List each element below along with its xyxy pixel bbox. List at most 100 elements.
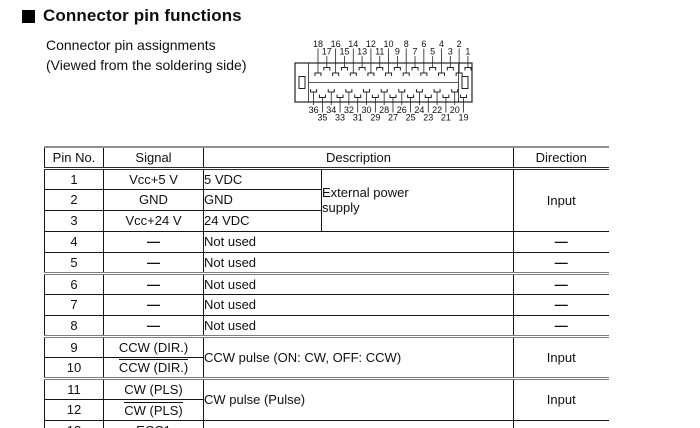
contact-pin <box>451 89 459 93</box>
pin-number-label: 1 <box>465 47 470 57</box>
table-row: 5—Not used— <box>44 252 609 274</box>
direction-cell: — <box>513 294 609 316</box>
pin-number-label: 20 <box>450 105 460 115</box>
signal-cell: ECC1 <box>103 420 204 428</box>
pin-number-label: 7 <box>413 47 418 57</box>
subtitle-line-2: (Viewed from the soldering side) <box>46 57 247 73</box>
pin-number-label: 33 <box>335 113 345 123</box>
contact-pin <box>336 94 344 98</box>
contact-pin <box>376 67 384 71</box>
signal-cell: — <box>103 271 204 295</box>
pin-cell: 5 <box>44 252 104 274</box>
pin-number-label: 10 <box>384 39 394 49</box>
contact-pin <box>323 67 331 71</box>
contact-pin <box>389 94 397 98</box>
contact-pin <box>393 67 401 71</box>
signal-cell: — <box>103 231 204 253</box>
table-row: 12 CW (PLS) <box>44 399 609 421</box>
signal-cell: — <box>103 294 204 316</box>
contact-pin <box>349 72 357 76</box>
signal-cell: GND <box>103 189 204 211</box>
pin-number-label: 14 <box>348 39 358 49</box>
pin-cell: 8 <box>44 315 104 337</box>
pin-number-label: 13 <box>357 47 367 57</box>
overline-signal: CW (PLS) <box>124 401 183 418</box>
contact-pin <box>314 72 322 76</box>
pin-number-label: 32 <box>344 105 354 115</box>
pin-number-label: 24 <box>414 105 424 115</box>
description-cell: 5 VDC <box>203 168 322 190</box>
direction-cell: — <box>513 271 609 295</box>
pin-cell: 9 <box>44 334 104 358</box>
pin-cell: 7 <box>44 294 104 316</box>
pin-cell: 1 <box>44 168 104 190</box>
direction-cell: — <box>513 252 609 274</box>
pin-number-label: 21 <box>441 113 451 123</box>
description-shared-cell: External power supply <box>321 168 514 232</box>
contact-pin <box>318 94 326 98</box>
description-cell: CW pulse (Pulse) <box>203 376 514 421</box>
pin-number-label: 9 <box>395 47 400 57</box>
pin-cell: 4 <box>44 231 104 253</box>
pin-number-label: 23 <box>423 113 433 123</box>
connector-diagram: 1836173516341533143213311230112910289278… <box>294 39 473 123</box>
contact-pin <box>367 72 375 76</box>
table-row: 13ECC1 <box>44 420 609 428</box>
right-slot <box>461 76 469 89</box>
pin-number-label: 25 <box>406 113 416 123</box>
contact-pin <box>415 89 423 93</box>
header-cell-pin: Pin No. <box>44 146 104 170</box>
contact-pin <box>327 89 335 93</box>
signal-cell: Vcc+5 V <box>103 168 204 190</box>
contact-pin <box>402 72 410 76</box>
pin-number-label: 3 <box>448 47 453 57</box>
pin-number-label: 29 <box>370 113 380 123</box>
direction-cell <box>513 420 609 428</box>
signal-cell: CCW (DIR.) <box>103 357 204 379</box>
description-cell: Not used <box>203 252 514 274</box>
pin-cell: 13 <box>44 420 104 428</box>
contact-pin <box>429 67 437 71</box>
pin-cell: 12 <box>44 399 104 421</box>
subtitle-line-1: Connector pin assignments <box>46 37 216 53</box>
page-title: Connector pin functions <box>43 6 242 25</box>
contact-pin <box>420 72 428 76</box>
pin-number-label: 22 <box>432 105 442 115</box>
section-bullet-icon <box>22 10 35 23</box>
pin-number-label: 36 <box>309 105 319 115</box>
contact-pin <box>407 94 415 98</box>
pin-cell: 3 <box>44 210 104 232</box>
table-row: 6—Not used— <box>44 271 609 295</box>
description-cell: 24 VDC <box>203 210 322 232</box>
direction-cell: Input <box>513 168 609 232</box>
contact-pin <box>340 67 348 71</box>
pin-number-label: 18 <box>313 39 323 49</box>
description-cell: GND <box>203 189 322 211</box>
contact-pin <box>380 89 388 93</box>
pin-number-label: 4 <box>439 39 444 49</box>
connector-housing <box>294 62 473 103</box>
direction-cell: — <box>513 315 609 337</box>
pin-cell: 11 <box>44 376 104 400</box>
pin-number-label: 2 <box>457 39 462 49</box>
overline-signal: CCW (DIR.) <box>118 359 189 375</box>
pin-number-label: 34 <box>326 105 336 115</box>
description-cell: Not used <box>203 271 514 295</box>
direction-cell: Input <box>513 334 609 379</box>
pin-number-label: 11 <box>375 47 384 57</box>
table-row: 8—Not used— <box>44 315 609 337</box>
pin-number-label: 17 <box>322 47 332 57</box>
header-cell-direction: Direction <box>513 146 609 170</box>
pin-number-label: 31 <box>353 113 363 123</box>
pin-number-label: 26 <box>397 105 407 115</box>
description-cell <box>203 420 514 428</box>
contact-pin <box>354 94 362 98</box>
contact-pin <box>385 72 393 76</box>
